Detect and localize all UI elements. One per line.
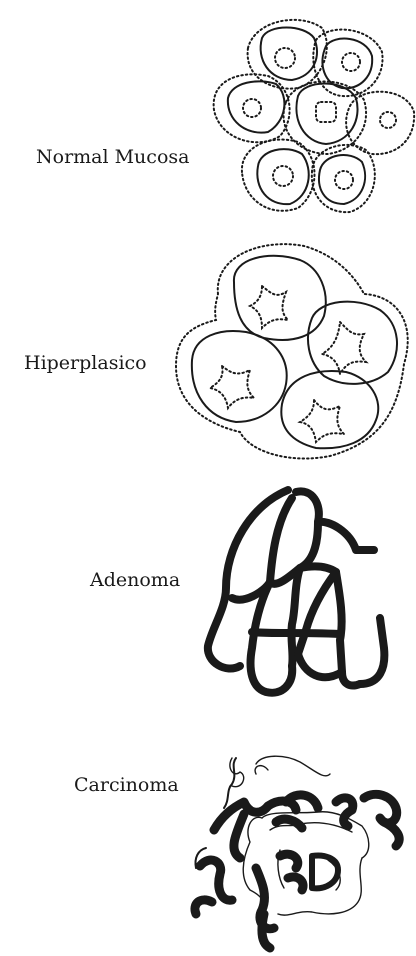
stage-adenoma: Adenoma: [0, 478, 416, 708]
adenoma-crypts-illustration: [0, 478, 416, 708]
normal-mucosa-crypts-illustration: [0, 0, 416, 230]
stage-carcinoma: Carcinoma: [0, 718, 416, 956]
carcinoma-crypts-illustration: [0, 718, 416, 956]
stage-hiperplasico: Hiperplasico: [0, 236, 416, 466]
stage-normal-mucosa: Normal Mucosa: [0, 0, 416, 230]
hyperplastic-crypts-illustration: [0, 236, 416, 466]
